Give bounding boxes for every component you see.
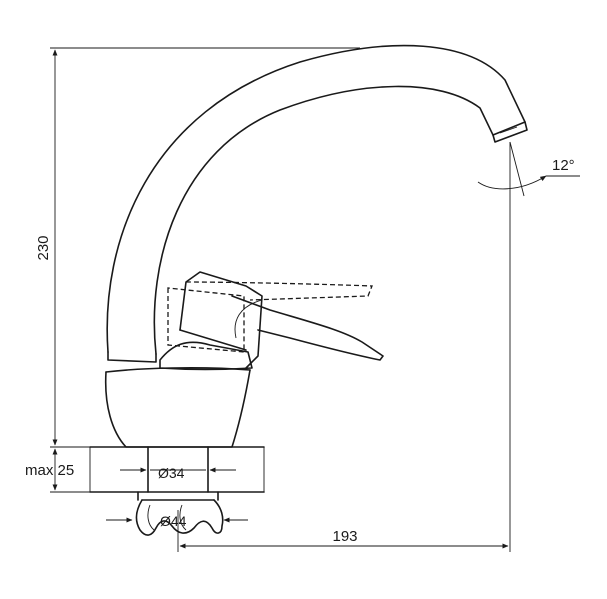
nut-diameter-label: Ø44 [160, 513, 187, 529]
shank [147, 446, 209, 493]
faucet-spout [106, 44, 528, 363]
angle-label: 12° [552, 157, 575, 174]
mixer-lever [231, 295, 384, 361]
shank-diameter-label: Ø34 [158, 465, 185, 481]
reach-label: 193 [332, 528, 357, 545]
reach-dimension [177, 142, 511, 552]
lever-alternate-position [167, 281, 373, 353]
angle-dimension [477, 141, 580, 197]
mounting-nut [135, 491, 224, 536]
height-dimension [50, 47, 360, 448]
mixer-cartridge [159, 271, 263, 371]
thickness-label: max 25 [25, 462, 74, 479]
height-label: 230 [35, 235, 52, 260]
thickness-dimension [50, 448, 90, 493]
faucet-base [104, 367, 251, 448]
